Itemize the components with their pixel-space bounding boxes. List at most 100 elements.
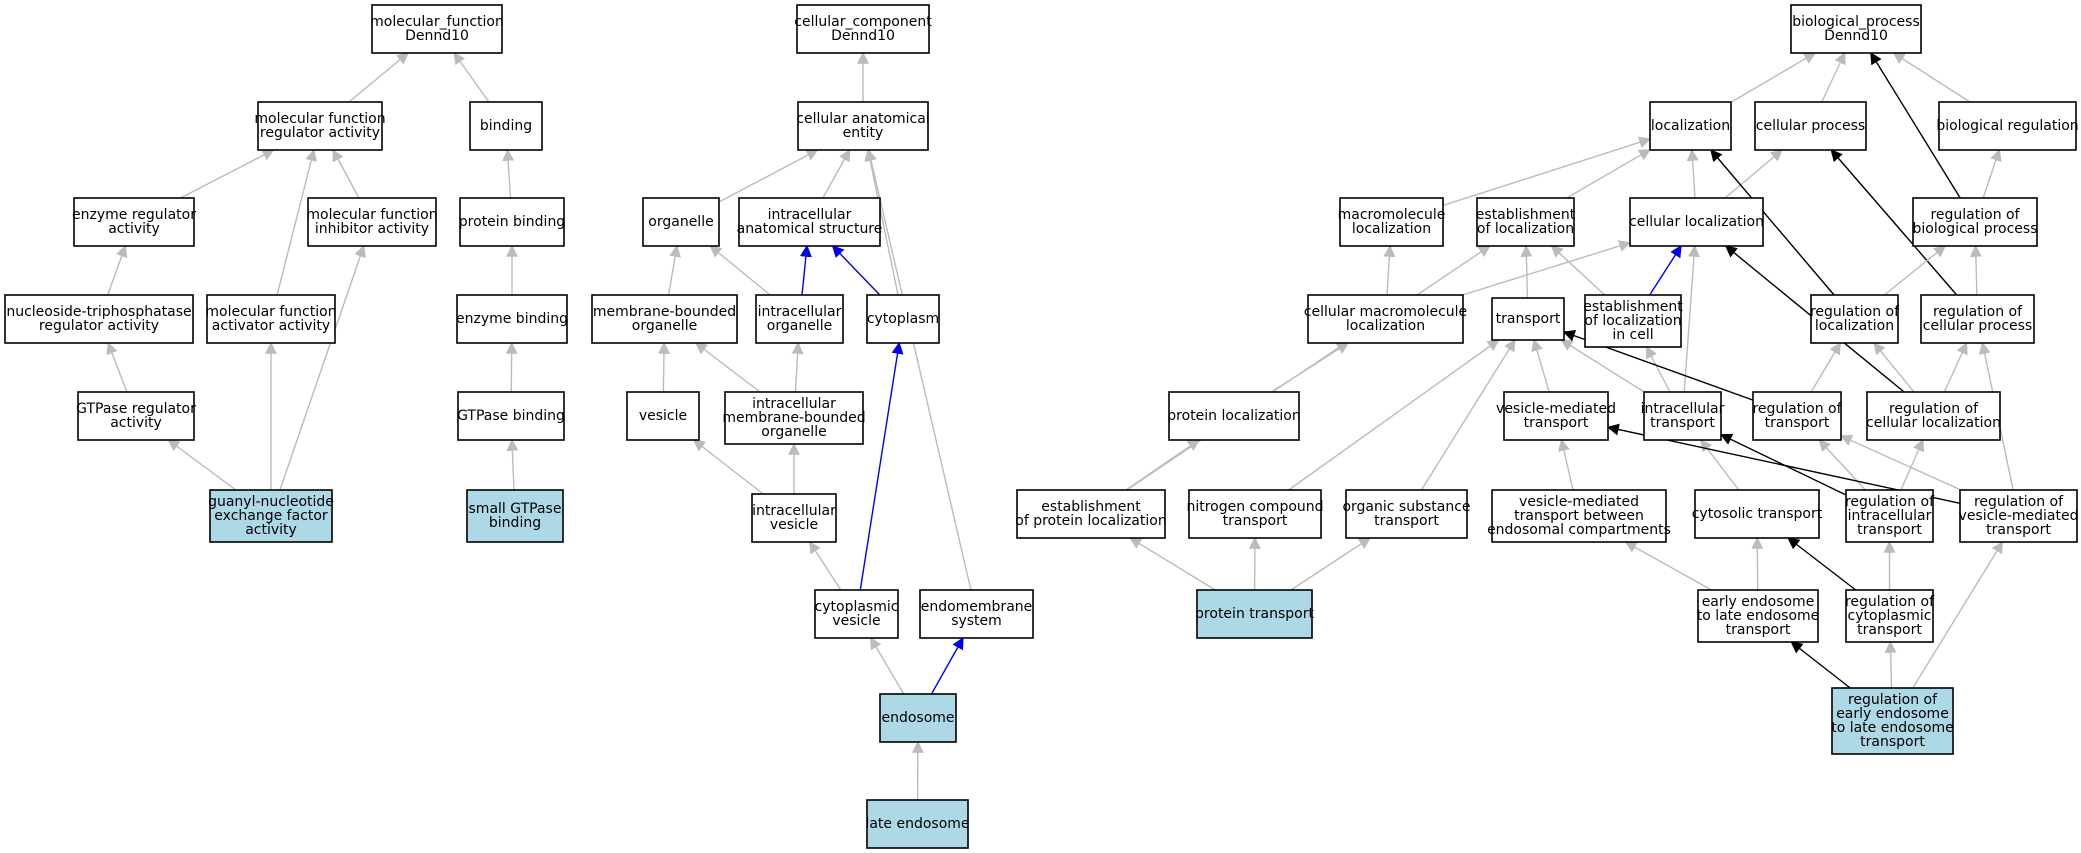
edge-nitro_trans-to-transport xyxy=(1288,339,1500,491)
edge-io-to-organelle xyxy=(709,245,771,296)
node-box-reg_cell_loc xyxy=(1866,391,2001,441)
node-label-gnef: guanyl-nucleotide xyxy=(208,494,334,510)
node-box-reg_cell_proc xyxy=(1920,294,2035,344)
edge-mf_reg-to-mf_root xyxy=(348,52,409,103)
node-label-reg_trans: transport xyxy=(1765,415,1830,431)
node-box-gnef xyxy=(209,489,333,543)
node-label-enz_reg: enzyme regulator xyxy=(72,207,196,223)
edge-prot_loc-to-cmacro_loc xyxy=(1271,342,1350,393)
edge-bio_reg-to-bp_root xyxy=(1892,52,1971,103)
edge-est_loc_cell-to-est_loc xyxy=(1550,245,1606,296)
node-label-small_gtp: small GTPase xyxy=(469,501,562,517)
edge-vesicle-to-mbo xyxy=(657,341,670,393)
node-label-io: intracellular xyxy=(758,304,842,320)
node-box-vesicle xyxy=(626,391,700,441)
node-label-est_prot_loc: establishment xyxy=(1041,499,1141,515)
node-label-gnef: exchange factor xyxy=(214,508,328,524)
edge-cell_proc-to-bp_root xyxy=(1821,51,1846,103)
node-organelle: organelle xyxy=(642,197,720,247)
node-label-est_prot_loc: of protein localization xyxy=(1015,513,1166,529)
edge-endosome-to-endomem xyxy=(930,636,964,695)
node-label-org_trans: organic substance xyxy=(1342,499,1470,515)
edge-mf_inhib-to-mf_reg xyxy=(332,148,360,199)
node-label-cytoplasm: cytoplasm xyxy=(867,311,939,327)
node-enz_bind: enzyme binding xyxy=(456,294,568,344)
edge-reg_cell_proc-to-cell_proc xyxy=(1830,149,1958,296)
node-box-ves_trans xyxy=(1503,391,1609,441)
node-label-reg_loc: regulation of xyxy=(1810,304,1900,320)
edge-gtp_bind-to-enz_bind xyxy=(505,341,518,393)
node-box-binding xyxy=(469,101,543,151)
node-label-mf_inhib: inhibitor activity xyxy=(315,221,429,237)
node-label-macro_loc: localization xyxy=(1352,221,1431,237)
edge-prot_bind-to-binding xyxy=(502,148,515,199)
node-label-cmacro_loc: cellular macromolecule xyxy=(1304,304,1467,320)
node-label-reg_bio: biological process xyxy=(1913,221,2038,237)
node-box-bio_reg xyxy=(1938,101,2077,151)
node-gtp_bind: GTPase binding xyxy=(457,391,565,441)
node-label-mf_root: Dennd10 xyxy=(405,28,469,44)
node-box-late_endo xyxy=(866,799,969,849)
node-label-cmacro_loc: localization xyxy=(1346,318,1425,334)
edge-reg_loc-to-localization xyxy=(1710,149,1835,296)
node-label-gtp_reg: activity xyxy=(110,415,162,431)
edge-reg_cyto_trans-to-cyto_trans xyxy=(1787,537,1857,591)
node-label-transport: transport xyxy=(1496,311,1561,327)
node-box-est_prot_loc xyxy=(1016,489,1166,539)
node-label-ivesicle: vesicle xyxy=(770,517,818,533)
edge-mf_act-to-mf_reg xyxy=(276,148,318,296)
node-box-reg_loc xyxy=(1810,294,1899,344)
node-label-reg_cyto_trans: transport xyxy=(1857,622,1922,638)
edge-org_trans-to-transport xyxy=(1420,338,1516,491)
edge-endosome-to-cvesicle xyxy=(870,636,905,695)
edge-cvesicle-to-ivesicle xyxy=(808,540,842,591)
node-label-imbo: intracellular xyxy=(752,396,836,412)
node-box-cytoplasm xyxy=(866,294,940,344)
node-label-early_late: to late endosome xyxy=(1697,608,1820,624)
node-label-reg_cyto_trans: regulation of xyxy=(1845,594,1935,610)
node-box-reg_ic_trans xyxy=(1845,489,1934,543)
node-label-bp_root: Dennd10 xyxy=(1824,28,1888,44)
node-label-mf_act: molecular function xyxy=(205,304,336,320)
node-box-cmacro_loc xyxy=(1307,294,1464,344)
edge-mbo-to-organelle xyxy=(667,244,682,296)
edge-ias-to-cae xyxy=(822,148,851,199)
node-label-ntp_reg: regulator activity xyxy=(39,318,159,334)
node-label-cae: cellular anatomical xyxy=(796,111,929,127)
node-box-macro_loc xyxy=(1339,197,1444,247)
node-label-mf_act: activator activity xyxy=(212,318,330,334)
node-box-reg_trans xyxy=(1752,391,1842,441)
edge-ves_trans-to-transport xyxy=(1531,338,1550,393)
node-label-prot_bind: protein binding xyxy=(459,214,565,230)
node-label-prot_loc: protein localization xyxy=(1167,408,1300,424)
node-label-cae: entity xyxy=(843,125,884,141)
edge-reg_loc-to-reg_bio xyxy=(1883,245,1947,296)
node-box-ntp_reg xyxy=(4,294,194,344)
node-box-prot_trans xyxy=(1196,589,1313,639)
node-label-organelle: organelle xyxy=(648,214,713,230)
node-label-cc_root: cellular_component xyxy=(794,14,932,30)
node-label-mbo: membrane-bounded xyxy=(593,304,736,320)
node-box-nitro_trans xyxy=(1188,489,1322,539)
node-label-enz_bind: enzyme binding xyxy=(456,311,568,327)
edge-endomem-to-cae xyxy=(865,148,972,591)
node-label-ias: intracellular xyxy=(768,207,852,223)
node-box-reg_cyto_trans xyxy=(1845,589,1934,643)
